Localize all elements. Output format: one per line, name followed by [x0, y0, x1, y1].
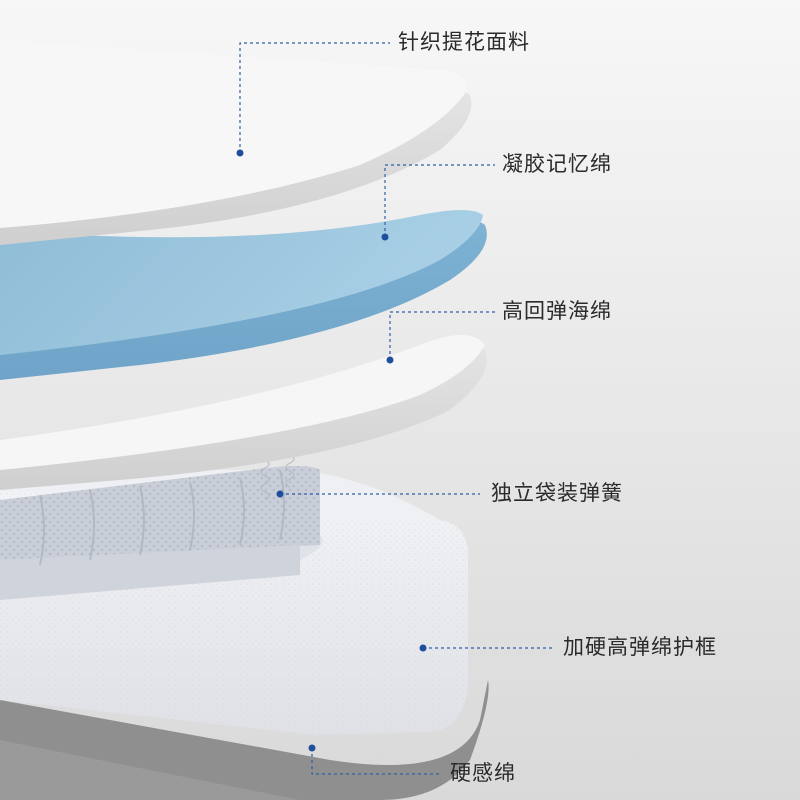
label-knit-fabric: 针织提花面料	[398, 32, 530, 53]
label-high-resilience-foam: 高回弹海绵	[502, 301, 612, 322]
label-pocket-springs: 独立袋装弹簧	[491, 483, 623, 504]
label-firm-foam: 硬感绵	[450, 763, 516, 784]
label-gel-memory-foam: 凝胶记忆绵	[502, 154, 612, 175]
dot-edge-frame	[420, 645, 427, 652]
dot-high-resilience-foam	[387, 357, 394, 364]
dot-firm-foam	[309, 745, 316, 752]
dot-knit-fabric	[237, 150, 244, 157]
dot-pocket-springs	[277, 491, 284, 498]
label-edge-frame: 加硬高弹绵护框	[563, 637, 717, 658]
dot-gel-memory-foam	[382, 234, 389, 241]
